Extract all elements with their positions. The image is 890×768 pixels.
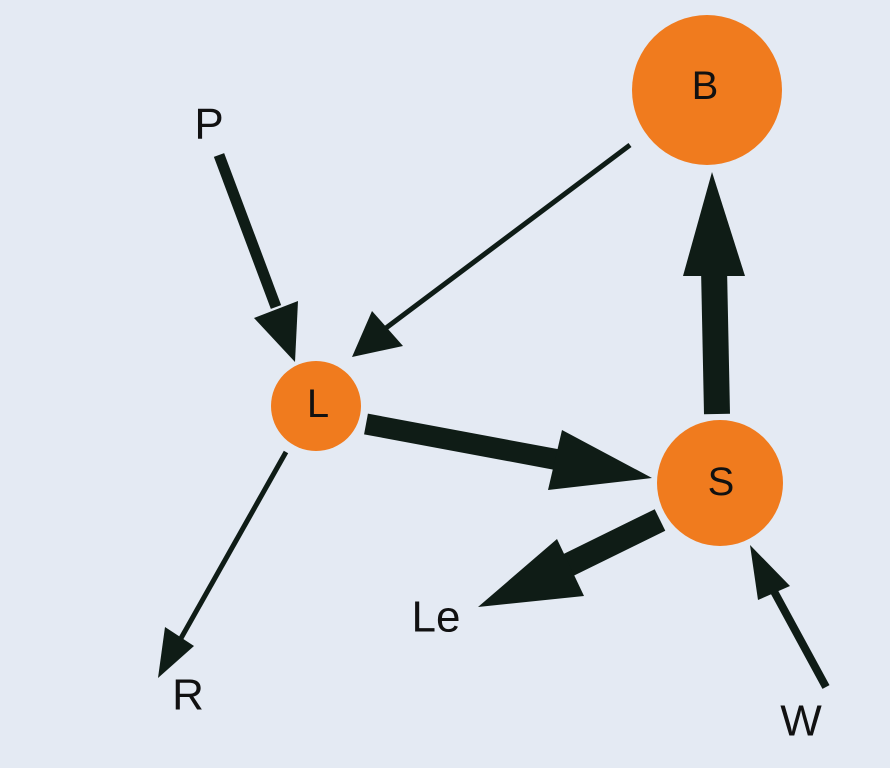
node-b-label: B (692, 64, 719, 108)
node-l: L (271, 361, 361, 451)
node-l-circle (271, 361, 361, 451)
edge-p-to-l-arrowhead (254, 301, 298, 362)
edge-l-to-s-shaft (364, 413, 577, 474)
node-b: B (632, 15, 782, 165)
edge-w-to-s-arrowhead (750, 545, 790, 600)
edge-l-to-s (364, 413, 652, 490)
edge-w-to-s-shaft (766, 582, 830, 689)
edges-layer (158, 143, 830, 689)
node-s-label: S (708, 460, 735, 504)
labels-layer: P R Le W (172, 100, 822, 746)
edge-s-to-b (683, 172, 745, 415)
edge-l-to-r (158, 450, 289, 678)
edge-b-to-l-arrowhead (352, 311, 403, 357)
node-s-circle (657, 420, 783, 546)
label-p: P (194, 100, 223, 149)
edge-l-to-r-arrowhead (158, 627, 194, 678)
node-l-label: L (307, 382, 329, 426)
edge-l-to-s-arrowhead (548, 430, 652, 490)
edge-l-to-r-shaft (177, 450, 289, 642)
edge-b-to-l (352, 143, 632, 357)
edge-s-to-b-shaft (701, 267, 730, 415)
edge-p-to-l (213, 153, 298, 362)
edge-s-to-le-arrowhead (478, 539, 584, 607)
edge-w-to-s (750, 545, 830, 689)
edge-b-to-l-shaft (384, 143, 632, 330)
nodes-layer: B L S (271, 15, 783, 546)
edge-s-to-le (478, 509, 666, 607)
edge-s-to-b-arrowhead (683, 172, 745, 276)
label-r: R (172, 671, 204, 720)
label-le: Le (412, 593, 461, 642)
node-b-circle (632, 15, 782, 165)
edge-p-to-l-shaft (213, 153, 282, 309)
label-w: W (780, 697, 822, 746)
node-s: S (657, 420, 783, 546)
